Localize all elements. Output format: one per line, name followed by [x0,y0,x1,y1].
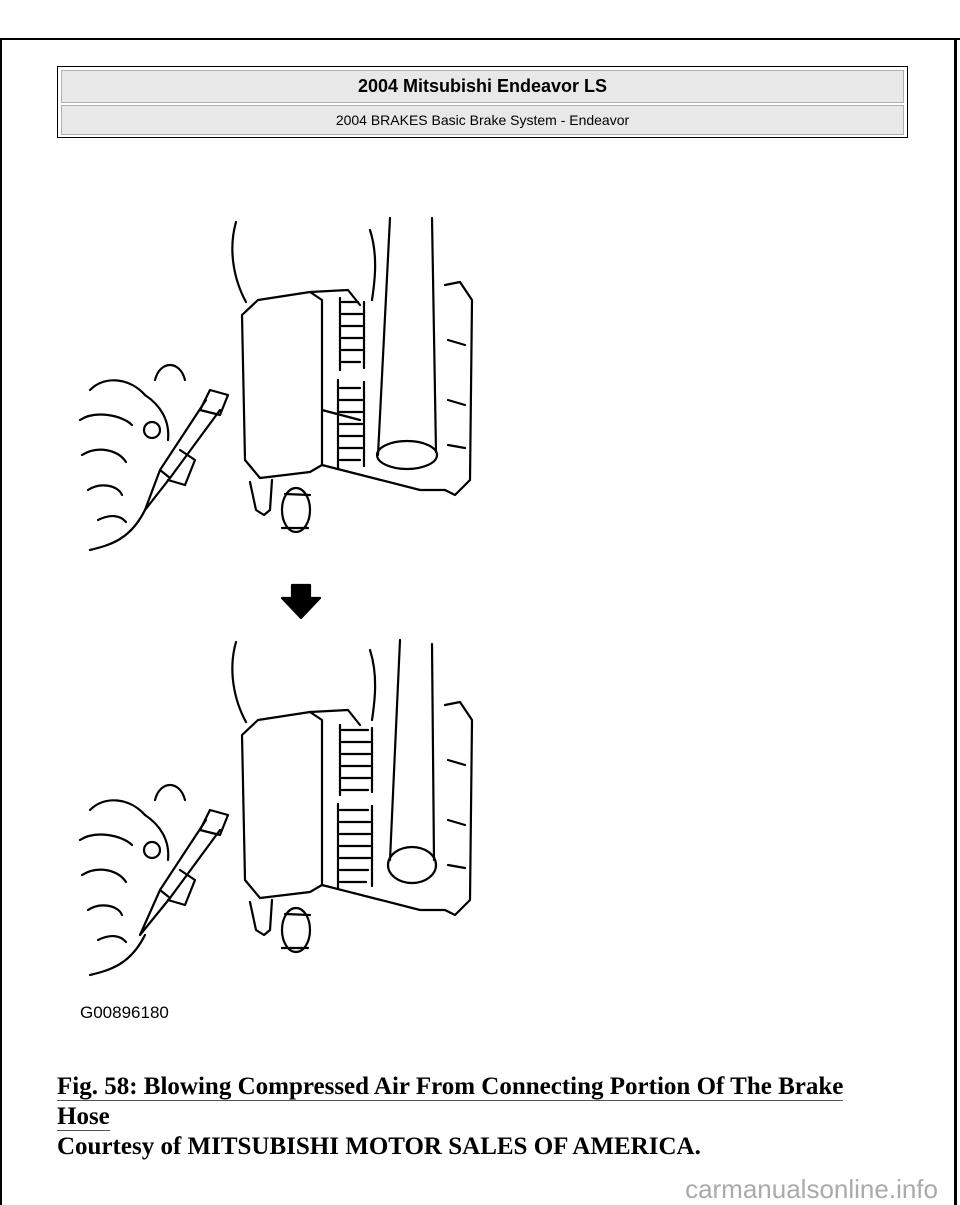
page-frame-left [0,38,2,1205]
caption-title-line2: Hose [57,1103,110,1131]
down-arrow-icon [280,583,322,620]
vehicle-title: 2004 Mitsubishi Endeavor LS [61,70,904,103]
page-frame-right [954,38,957,1205]
caption-courtesy: Courtesy of MITSUBISHI MOTOR SALES OF AM… [57,1133,701,1160]
section-title: 2004 BRAKES Basic Brake System - Endeavo… [61,105,904,135]
document-header: 2004 Mitsubishi Endeavor LS 2004 BRAKES … [57,66,908,138]
caliper-before-illustration [78,216,474,552]
caliper-after-illustration [78,638,474,977]
site-watermark: carmanualsonline.info [685,1174,938,1204]
figure-caption: Fig. 58: Blowing Compressed Air From Con… [57,1072,877,1162]
figure-code: G00896180 [80,1003,169,1022]
page-frame-top [0,38,960,40]
brake-caliper-illustration: G00896180 [60,210,480,1030]
caption-title-line1: Fig. 58: Blowing Compressed Air From Con… [57,1073,844,1101]
